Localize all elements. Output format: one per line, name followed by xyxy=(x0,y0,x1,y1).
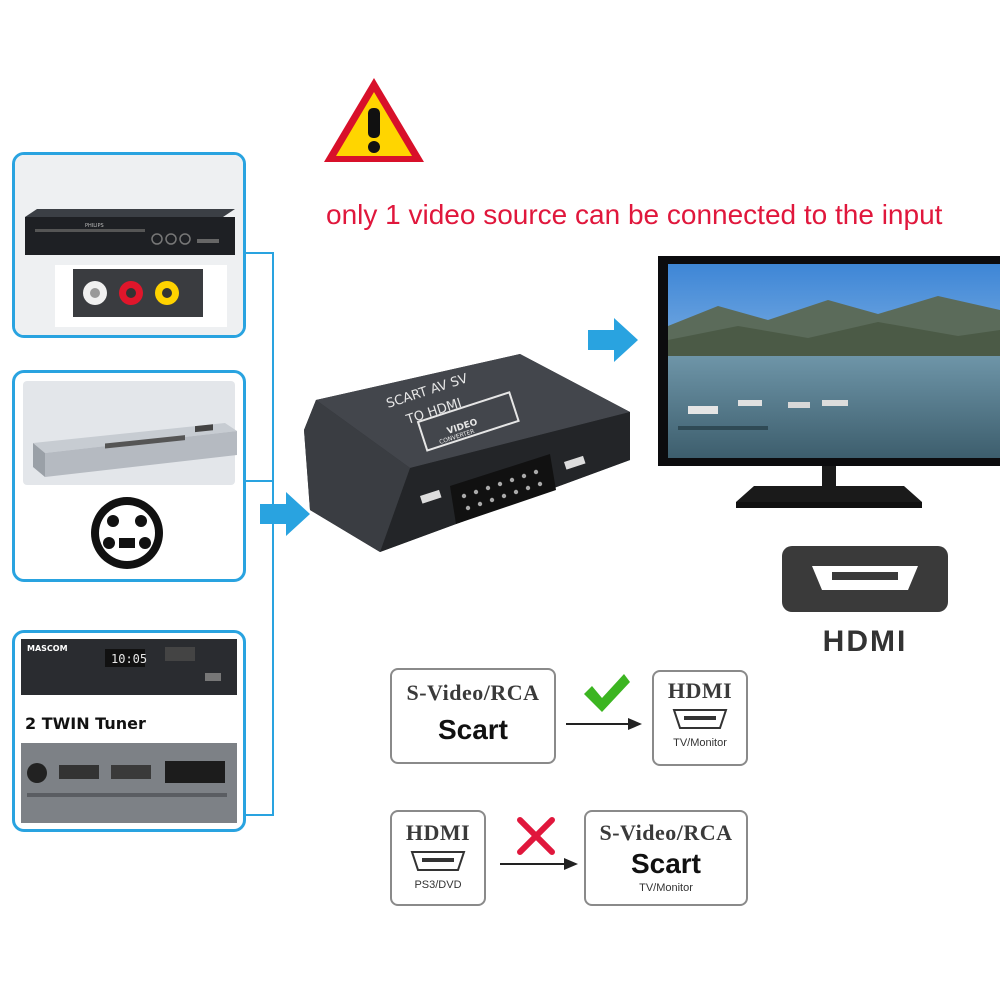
arrow-bad-icon xyxy=(500,858,578,870)
tv-monitor-image xyxy=(658,256,1000,508)
hdmi-port-icon-small-2 xyxy=(410,851,466,871)
hdmi-logo-text: HDMI xyxy=(822,625,908,658)
warning-icon xyxy=(324,78,424,162)
hdmi-logo: HDMI xyxy=(780,544,950,658)
compat-ok-input-line1: S-Video/RCA xyxy=(406,680,540,705)
connector-line-top xyxy=(246,252,274,254)
dvd-brand: PHILIPS xyxy=(85,223,104,229)
compat-bad-output-line1: S-Video/RCA xyxy=(599,820,733,845)
source-panel-rca: PHILIPS xyxy=(12,152,246,338)
badge-twin-tuner: 2 TWIN Tuner xyxy=(25,714,146,733)
arrow-ok-icon xyxy=(566,718,642,730)
compat-bad-output-line3: TV/Monitor xyxy=(639,882,693,894)
arrow-right-icon-2 xyxy=(588,318,638,362)
compat-bad-input-box: HDMI PS3/DVD xyxy=(390,810,486,906)
connector-line-vertical xyxy=(272,252,274,816)
hdmi-port-icon-small xyxy=(672,709,728,729)
compat-ok-output-box: HDMI TV/Monitor xyxy=(652,670,748,766)
dvd-player-image: PHILIPS xyxy=(15,155,243,335)
receiver-brand: MASCOM xyxy=(27,644,68,653)
receiver-display: 10:05 xyxy=(111,652,147,666)
warning-message: only 1 video source can be connected to … xyxy=(326,199,943,230)
receiver-image: MASCOM 10:05 2 TWIN Tuner xyxy=(21,639,237,823)
compat-bad-input-line2: PS3/DVD xyxy=(414,879,462,891)
arrow-right-icon xyxy=(260,492,310,536)
compat-ok-input-line2: Scart xyxy=(437,714,509,745)
svideo-player-image xyxy=(23,381,237,569)
connector-line-middle xyxy=(246,480,274,482)
cross-icon xyxy=(517,817,555,855)
compat-ok-output-line2: TV/Monitor xyxy=(673,737,727,749)
compat-bad-input-line1: HDMI xyxy=(405,820,471,845)
check-icon xyxy=(584,674,630,712)
converter-device: SCART AV SV TO HDMI VIDEO CONVERTER xyxy=(304,354,630,552)
compat-bad-output-box: S-Video/RCA Scart TV/Monitor xyxy=(584,810,748,906)
source-panel-svideo xyxy=(12,370,246,582)
hdmi-port-icon xyxy=(782,546,948,612)
connector-line-bottom xyxy=(246,814,274,816)
source-panel-scart: MASCOM 10:05 2 TWIN Tuner xyxy=(12,630,246,832)
compat-ok-input-box: S-Video/RCA Scart xyxy=(390,668,556,764)
compat-bad-output-line2: Scart xyxy=(630,848,702,879)
compat-ok-output-line1: HDMI xyxy=(667,678,733,703)
